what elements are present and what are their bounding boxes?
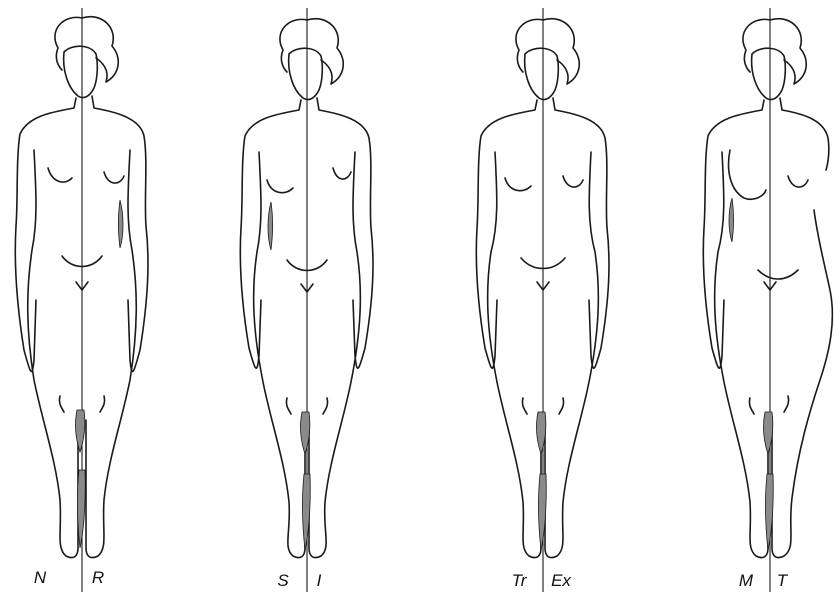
left-label: Tr <box>512 571 528 590</box>
right-label: Ex <box>551 571 571 590</box>
chest-lines <box>48 168 124 183</box>
side-shade <box>268 202 273 250</box>
right-label: R <box>92 568 104 587</box>
face <box>64 46 98 97</box>
left-label: M <box>739 571 754 590</box>
face <box>525 48 559 99</box>
chest-lines <box>729 150 808 199</box>
left-label: N <box>34 568 47 587</box>
right-label: I <box>317 571 322 590</box>
waist-crease <box>758 270 798 290</box>
figure-transverse-external: Tr Ex <box>476 8 609 592</box>
figure-medial-tilt: M T <box>703 8 832 592</box>
knee-gap-shade <box>76 410 85 452</box>
right-label: T <box>777 571 789 590</box>
side-shade <box>119 200 124 248</box>
face <box>752 48 786 99</box>
figure-superior-inferior: S I <box>240 8 373 592</box>
knee-marks <box>749 396 788 414</box>
figure-normal: N R <box>15 8 148 592</box>
side-shade <box>729 198 734 242</box>
left-label: S <box>277 571 289 590</box>
chest-lines <box>505 176 583 191</box>
ankle-gap-shade <box>77 470 85 548</box>
face <box>289 48 323 99</box>
chest-lines <box>267 168 351 193</box>
